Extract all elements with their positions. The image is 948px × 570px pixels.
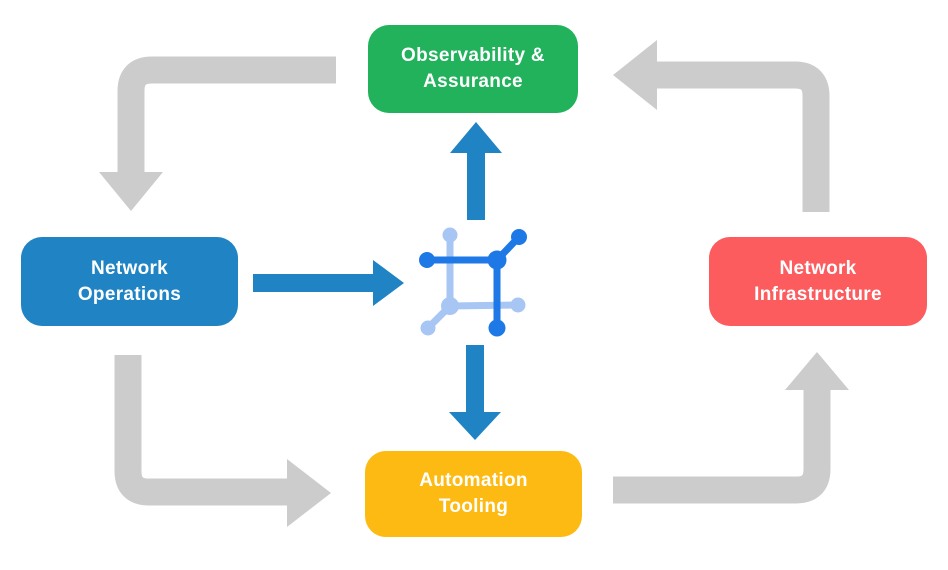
network-mesh-icon bbox=[419, 227, 527, 337]
node-network-operations: Network Operations bbox=[21, 237, 238, 326]
node-label-line: Operations bbox=[77, 283, 182, 305]
node-network-infrastructure: Network Infrastructure bbox=[709, 237, 927, 326]
arrow-center-to-observability bbox=[450, 122, 502, 220]
arrow-infrastructure-to-observability bbox=[613, 40, 830, 212]
node-label-line: Network bbox=[90, 257, 169, 279]
node-label-line: Tooling bbox=[438, 496, 509, 517]
arrow-operations-to-center bbox=[253, 260, 404, 306]
arrow-automation-to-infrastructure bbox=[613, 352, 849, 504]
arrow-operations-to-automation bbox=[114, 355, 331, 527]
arrow-center-to-automation bbox=[449, 345, 501, 440]
node-observability-assurance: Observability & Assurance bbox=[368, 25, 578, 113]
node-label-line: Observability & bbox=[401, 45, 545, 66]
node-label-line: Automation bbox=[419, 470, 528, 491]
node-automation-tooling: Automation Tooling bbox=[365, 451, 582, 537]
arrow-observability-to-operations bbox=[99, 56, 336, 211]
node-label-line: Network bbox=[779, 257, 857, 279]
node-label-line: Assurance bbox=[423, 71, 523, 92]
node-label-line: Infrastructure bbox=[754, 283, 882, 305]
